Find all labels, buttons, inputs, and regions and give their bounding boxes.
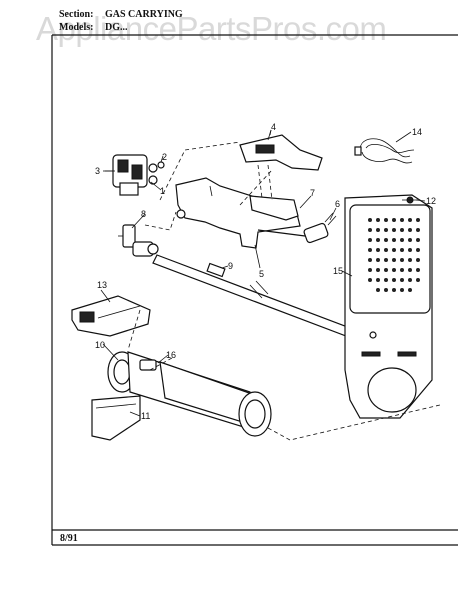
footer-date: 8/91 bbox=[60, 533, 78, 544]
burner-cover bbox=[71, 295, 151, 337]
igniter-bracket bbox=[239, 129, 323, 171]
callout-16: 16 bbox=[166, 350, 176, 360]
burner-bracket bbox=[175, 177, 301, 249]
section-value: GAS CARRYING bbox=[105, 9, 183, 20]
callout-2: 2 bbox=[162, 152, 167, 162]
wire-harness bbox=[354, 138, 415, 164]
callout-7: 7 bbox=[310, 188, 315, 198]
callout-9: 9 bbox=[228, 261, 233, 271]
callout-10: 10 bbox=[95, 340, 105, 350]
callout-6: 6 bbox=[335, 199, 340, 209]
callout-1: 1 bbox=[160, 186, 165, 196]
mount-bracket bbox=[249, 195, 299, 221]
models-value: DG... bbox=[105, 22, 128, 33]
orifice-elbow bbox=[118, 224, 159, 257]
callout-14: 14 bbox=[412, 127, 422, 137]
callout-4: 4 bbox=[271, 122, 276, 132]
valve-fitting bbox=[157, 155, 165, 169]
combustion-chamber bbox=[344, 194, 433, 419]
callout-3: 3 bbox=[95, 166, 100, 176]
models-label: Models: bbox=[59, 22, 94, 33]
burner-support bbox=[91, 395, 141, 441]
manifold-tube bbox=[152, 254, 351, 337]
watermark: AppliancePartsPros.com bbox=[36, 10, 387, 47]
callout-15: 15 bbox=[333, 266, 343, 276]
flame-sensor bbox=[257, 212, 337, 244]
leader-lines bbox=[100, 129, 426, 417]
section-label: Section: bbox=[59, 9, 94, 20]
page-frame bbox=[51, 34, 458, 546]
callout-13: 13 bbox=[97, 280, 107, 290]
callout-11: 11 bbox=[141, 411, 150, 421]
screw bbox=[402, 196, 418, 204]
callout-5: 5 bbox=[259, 269, 264, 279]
assembly-lines bbox=[127, 141, 441, 441]
burner-tube bbox=[107, 351, 272, 437]
gas-valve bbox=[105, 154, 158, 196]
callout-12: 12 bbox=[426, 196, 436, 206]
callout-8: 8 bbox=[141, 209, 146, 219]
